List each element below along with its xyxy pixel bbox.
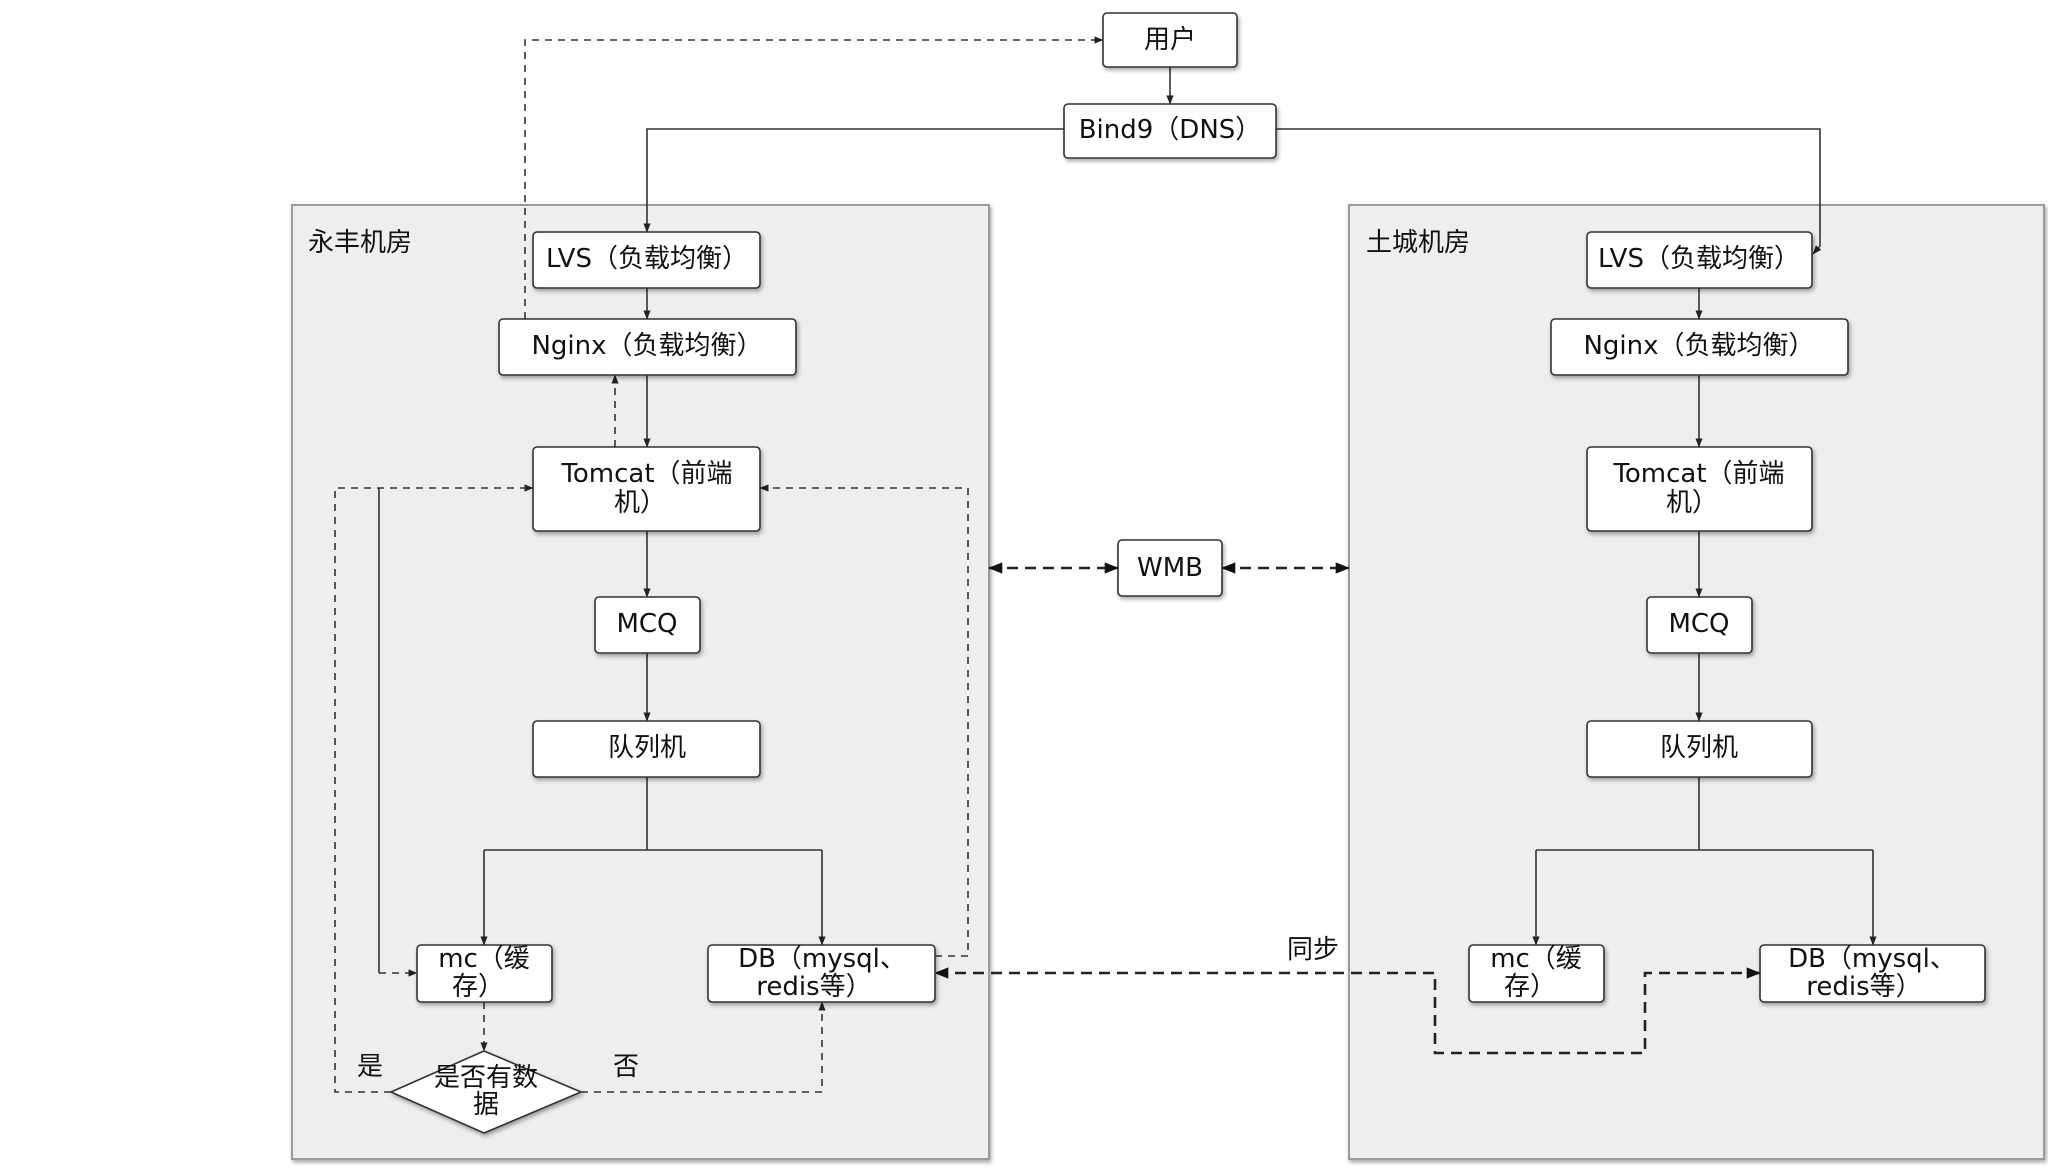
node-label: 用户 bbox=[1144, 25, 1196, 55]
edge-db-to-tomcat bbox=[759, 484, 969, 957]
edge-right-queue-split bbox=[1536, 776, 1873, 851]
node-label: MCQ bbox=[616, 609, 677, 639]
node-label: Nginx（负载均衡） bbox=[531, 331, 762, 361]
node-label-line-1: mc（缓 bbox=[1490, 944, 1582, 974]
node-label-line-2: 存） bbox=[1504, 972, 1556, 1002]
node-label-line-2: 机） bbox=[614, 488, 666, 518]
node-label-line-2: redis等） bbox=[756, 972, 871, 1002]
node-decision: 是否有数 据 bbox=[389, 1050, 584, 1134]
node-label: LVS（负载均衡） bbox=[546, 244, 748, 274]
decision-label-line-1: 是否有数 bbox=[434, 1063, 538, 1093]
node-label: 队列机 bbox=[608, 733, 686, 763]
node-label-line-2: redis等） bbox=[1806, 972, 1921, 1002]
edge-db-sync bbox=[934, 967, 1761, 1055]
node-label: LVS（负载均衡） bbox=[1598, 244, 1800, 274]
node-label: Nginx（负载均衡） bbox=[1583, 331, 1814, 361]
decision-label-line-2: 据 bbox=[473, 1090, 499, 1120]
node-label-line-2: 存） bbox=[452, 972, 504, 1002]
room-label: 永丰机房 bbox=[308, 228, 412, 258]
node-user: 用户 bbox=[1102, 12, 1238, 68]
edge-left-queue-split bbox=[484, 776, 822, 851]
node-label: 队列机 bbox=[1660, 733, 1738, 763]
node-label-line-1: DB（mysql、 bbox=[738, 944, 906, 974]
node-left-queue: 队列机 bbox=[532, 720, 761, 778]
node-left-db: DB（mysql、 redis等） bbox=[707, 944, 936, 1003]
node-left-mc: mc（缓 存） bbox=[416, 944, 553, 1003]
node-label-line-1: Tomcat（前端 bbox=[560, 459, 732, 489]
node-left-tomcat: Tomcat（前端 机） bbox=[532, 446, 761, 532]
node-label: WMB bbox=[1137, 553, 1203, 583]
edge-yes-to-tomcat bbox=[334, 484, 534, 1093]
edge-dns-to-left-lvs bbox=[643, 128, 1064, 233]
node-label-line-1: mc（缓 bbox=[438, 944, 530, 974]
node-right-mcq: MCQ bbox=[1646, 596, 1753, 654]
node-wmb: WMB bbox=[1117, 539, 1223, 597]
edge-no-to-db bbox=[581, 1001, 826, 1093]
node-right-lvs: LVS（负载均衡） bbox=[1586, 231, 1813, 289]
node-left-lvs: LVS（负载均衡） bbox=[532, 231, 761, 289]
decision-no-label: 否 bbox=[613, 1052, 639, 1082]
node-label: MCQ bbox=[1668, 609, 1729, 639]
node-right-db: DB（mysql、 redis等） bbox=[1759, 944, 1986, 1003]
room-label: 土城机房 bbox=[1366, 228, 1470, 258]
decision-yes-label: 是 bbox=[357, 1052, 383, 1082]
node-label-line-2: 机） bbox=[1666, 488, 1718, 518]
node-right-mc: mc（缓 存） bbox=[1468, 944, 1605, 1003]
sync-label: 同步 bbox=[1287, 935, 1339, 965]
edge-dns-to-right-lvs bbox=[1276, 128, 1822, 255]
node-label-line-1: DB（mysql、 bbox=[1788, 944, 1956, 974]
node-dns: Bind9（DNS） bbox=[1063, 103, 1277, 159]
node-right-queue: 队列机 bbox=[1586, 720, 1813, 778]
node-left-nginx: Nginx（负载均衡） bbox=[498, 318, 797, 376]
node-left-mcq: MCQ bbox=[594, 596, 701, 654]
node-right-nginx: Nginx（负载均衡） bbox=[1550, 318, 1849, 376]
edge-nginx-to-user bbox=[524, 36, 1104, 319]
node-label-line-1: Tomcat（前端 bbox=[1612, 459, 1784, 489]
node-label: Bind9（DNS） bbox=[1079, 115, 1262, 145]
node-right-tomcat: Tomcat（前端 机） bbox=[1586, 446, 1813, 532]
